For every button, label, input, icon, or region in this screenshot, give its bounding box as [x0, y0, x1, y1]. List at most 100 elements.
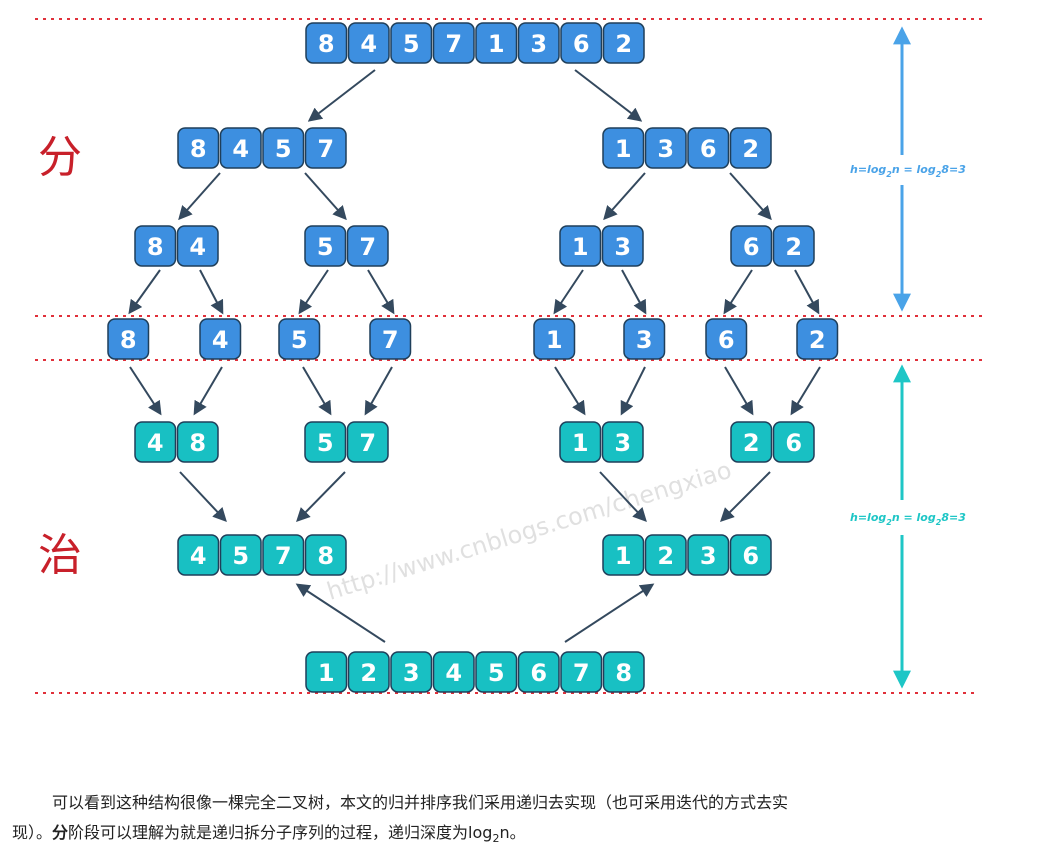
conquer-level3-cell [390, 651, 433, 693]
divide-level0-cell [305, 22, 348, 64]
conquer-level2-cell [304, 534, 347, 576]
conquer-level2-value: 2 [657, 542, 674, 570]
arrow [603, 172, 646, 221]
arrow [295, 583, 386, 643]
divide-level1-value: 2 [742, 135, 759, 163]
conquer-level3-value: 5 [488, 659, 505, 687]
arrow [367, 269, 395, 315]
divide-level0-value: 3 [530, 30, 547, 58]
divide-level0-value: 1 [488, 30, 505, 58]
divide-level3-value: 3 [636, 326, 653, 354]
conquer-level3-cell [347, 651, 390, 693]
arrow [193, 366, 223, 416]
divide-level1-value: 4 [232, 135, 249, 163]
conquer-level2-value: 1 [615, 542, 632, 570]
arrow [199, 269, 224, 315]
conquer-level1-value: 1 [572, 429, 589, 457]
divide-level0-cell [347, 22, 390, 64]
conquer-level3-value: 2 [360, 659, 377, 687]
conquer-level1-cell [176, 421, 219, 463]
conquer-level1-cell [304, 421, 347, 463]
arrow [621, 269, 647, 315]
separator-lines [35, 18, 985, 694]
conquer-level2-value: 4 [190, 542, 207, 570]
divide-level3-value: 1 [546, 326, 563, 354]
divide-level1-cell [602, 127, 645, 169]
divide-level0-cell [390, 22, 433, 64]
divide-level2-value: 3 [614, 233, 631, 261]
divide-level2-value: 7 [359, 233, 376, 261]
divide-level1-value: 8 [190, 135, 207, 163]
divide-level0-cell [602, 22, 645, 64]
conquer-level1-cell [601, 421, 644, 463]
arrow [790, 366, 821, 416]
divide-label: 分 [38, 132, 82, 183]
conquer-level2-cell [644, 534, 687, 576]
divide-level0-cell [517, 22, 560, 64]
arrow [729, 172, 772, 221]
divide-level0-cell [432, 22, 475, 64]
caption-bold-divide: 分 [52, 823, 69, 842]
divide-level3-cell [533, 318, 576, 360]
divide-level3-cell [278, 318, 321, 360]
conquer-level2-value: 3 [700, 542, 717, 570]
arrow [723, 269, 753, 315]
arrow [298, 269, 329, 315]
divide-level2-cell [134, 225, 177, 267]
conquer-level1-cell [559, 421, 602, 463]
conquer-level3-cell [305, 651, 348, 693]
caption-line1: 可以看到这种结构很像一棵完全二叉树，本文的归并排序我们采用递归去实现（也可采用迭… [52, 793, 789, 812]
arrow [178, 172, 221, 221]
caption-line2-c: n。 [499, 823, 526, 842]
divide-level2-cell [304, 225, 347, 267]
divide-level1-cell [729, 127, 772, 169]
caption-line2-b: 阶段可以理解为就是递归拆分子序列的过程，递归深度为log [68, 823, 493, 842]
divide-level2-cell [176, 225, 219, 267]
divide-level0-value: 4 [360, 30, 377, 58]
arrow [128, 269, 161, 315]
divide-level3-value: 7 [382, 326, 399, 354]
divide-level0-cell [560, 22, 603, 64]
conquer-level2-value: 8 [317, 542, 334, 570]
conquer-level3-value: 7 [573, 659, 590, 687]
divide-level2-cell [730, 225, 773, 267]
conquer-depth-label: h=log2n = log28=3 [850, 511, 966, 527]
divide-level2-cell [559, 225, 602, 267]
conquer-level2-cell [602, 534, 645, 576]
divide-level1-cell [177, 127, 220, 169]
arrow [554, 366, 586, 416]
arrow [364, 366, 393, 416]
divide-depth-indicator: h=log2n = log28=3 [850, 26, 966, 312]
conquer-level3-value: 1 [318, 659, 335, 687]
arrow [296, 471, 346, 523]
divide-level1-cell [262, 127, 305, 169]
conquer-level1-value: 2 [743, 429, 760, 457]
conquer-level1-cell [346, 421, 389, 463]
conquer-level1-value: 8 [189, 429, 206, 457]
tree-arrows [128, 69, 821, 643]
conquer-level2-cell [177, 534, 220, 576]
arrow [564, 583, 655, 643]
conquer-level1-value: 3 [614, 429, 631, 457]
divide-level0-value: 7 [445, 30, 462, 58]
conquer-level3-value: 3 [403, 659, 420, 687]
conquer-level1-value: 6 [785, 429, 802, 457]
divide-level2-cell [601, 225, 644, 267]
divide-level0-value: 6 [573, 30, 590, 58]
conquer-level3-cell [475, 651, 518, 693]
conquer-level3-cell [602, 651, 645, 693]
arrow [553, 269, 584, 315]
conquer-level2-value: 7 [275, 542, 292, 570]
caption-subscript: 2 [492, 832, 500, 846]
divide-level1-value: 5 [275, 135, 292, 163]
divide-level0-value: 5 [403, 30, 420, 58]
merge-sort-diagram: http://www.cnblogs.com/chengxiao 分 治 h=l… [35, 18, 985, 694]
conquer-level1-cell [134, 421, 177, 463]
divide-level0-cell [475, 22, 518, 64]
divide-level2-value: 4 [189, 233, 206, 261]
divide-level0-value: 8 [318, 30, 335, 58]
conquer-level1-value: 4 [147, 429, 164, 457]
divide-level3-value: 8 [120, 326, 137, 354]
conquer-level3-cell [560, 651, 603, 693]
conquer-level3-cell [517, 651, 560, 693]
